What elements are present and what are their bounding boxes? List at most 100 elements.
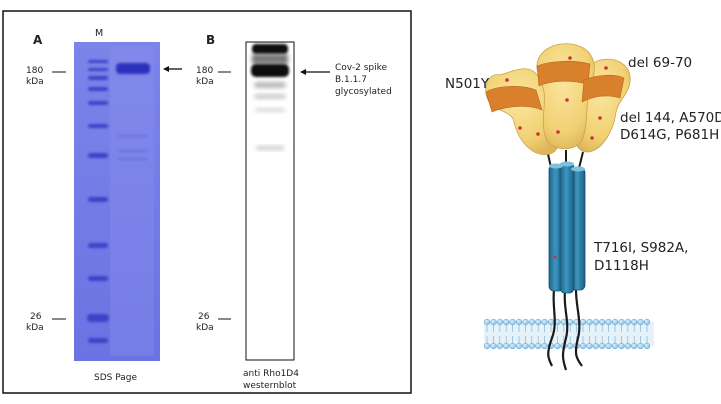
western-bands [251, 44, 289, 150]
ladder-band [88, 60, 108, 63]
lipid-head [483, 318, 491, 326]
panel-a-caption: SDS Page [94, 373, 137, 383]
blot-band-main [251, 64, 289, 77]
blot-smear [252, 54, 288, 64]
panel-b-caption-line-1: anti Rho1D4 [243, 369, 299, 379]
lipid-head [579, 318, 587, 326]
ladder-band [88, 197, 108, 202]
stalk-helices [548, 161, 586, 294]
lipid-head [611, 318, 619, 326]
ladder-band [88, 124, 108, 128]
lipid-head [490, 318, 497, 326]
lipid-head [490, 342, 497, 350]
blot-band-faint [256, 146, 284, 150]
ladder-band [88, 68, 108, 71]
lipid-head [599, 318, 606, 326]
lipid-head [631, 318, 638, 326]
blot-band-faint [254, 82, 286, 88]
mw-180-value-a: 180 [26, 66, 43, 76]
blot-band-top [252, 44, 288, 54]
lipid-head [535, 342, 542, 350]
arrow-a [163, 66, 182, 72]
ladder-band [88, 101, 108, 105]
sds-sample-lane [110, 46, 154, 356]
lipid-head [541, 342, 548, 350]
lipid-head [541, 318, 548, 326]
mw-26-unit-a: kDa [26, 323, 44, 333]
ladder-band [87, 314, 109, 322]
sds-gel [74, 42, 160, 361]
band-label-line-2: B.1.1.7 [335, 75, 367, 85]
lipid-head [611, 342, 619, 350]
lipid-head [528, 342, 535, 350]
mw-26-value-a: 26 [30, 312, 42, 322]
lipid-head [599, 342, 606, 350]
lipid-head [631, 342, 638, 350]
lipid-head [592, 342, 599, 350]
ladder-band [88, 276, 108, 281]
western-blot-strip [245, 41, 295, 361]
lipid-head [515, 318, 523, 326]
ladder-band [88, 87, 108, 91]
ladder-band [88, 76, 108, 80]
band-label-line-1: Cov-2 spike [335, 63, 388, 73]
mw-180-value-b: 180 [196, 66, 213, 76]
lipid-head [503, 318, 510, 326]
marker-lane-label: M [95, 28, 103, 39]
arrow-b [300, 69, 330, 75]
lipid-head [605, 318, 612, 326]
mw-180-unit-a: kDa [26, 77, 44, 87]
ladder-band [88, 338, 108, 343]
lipid-head [592, 318, 599, 326]
mw-26-unit-b: kDa [196, 323, 214, 333]
lipid-head [528, 318, 535, 326]
sds-spike-band [116, 63, 150, 74]
marker-ladder [87, 60, 109, 343]
spike-protein-illustration: N501Y del 69-70 del 144, A570D, D614G, P… [445, 43, 721, 371]
lipid-head [643, 342, 651, 350]
lipid-head [509, 342, 516, 350]
ladder-band [88, 243, 108, 248]
band-label-line-3: glycosylated [335, 87, 392, 97]
mw-26-value-b: 26 [198, 312, 210, 322]
lipid-head [618, 342, 625, 350]
mutation-label-rbd-line-2: D614G, P681H [620, 127, 719, 143]
lipid-head [643, 318, 651, 326]
lipid-head [624, 318, 631, 326]
mutation-dots [505, 56, 608, 259]
lipid-head [637, 318, 644, 326]
lipid-head [547, 318, 555, 326]
mutation-label-n501y: N501Y [445, 76, 490, 92]
ladder-band [88, 153, 108, 158]
ntd-bands [485, 60, 625, 113]
lipid-head [554, 342, 561, 350]
blot-band-faint [255, 108, 285, 112]
blot-band-faint [254, 94, 286, 99]
lipid-head [586, 318, 593, 326]
lipid-head [535, 318, 542, 326]
sds-faint-bands [118, 135, 148, 160]
lipid-head [483, 342, 491, 350]
gel-panel-frame [2, 10, 412, 394]
lipid-head [515, 342, 523, 350]
lipid-head [637, 342, 644, 350]
mutation-label-del6970: del 69-70 [628, 55, 692, 71]
lipid-head [586, 342, 593, 350]
mutation-label-stalk-line-2: D1118H [594, 258, 649, 274]
lipid-head [496, 342, 503, 350]
lipid-head [522, 318, 529, 326]
lipid-head [496, 318, 503, 326]
transmembrane-tails [547, 289, 583, 371]
lipid-bilayer [483, 318, 654, 350]
lipid-head [618, 318, 625, 326]
mw-180-unit-b: kDa [196, 77, 214, 87]
panel-b-label: B [206, 33, 215, 47]
mutation-label-stalk-line-1: T716I, S982A, [593, 240, 688, 256]
membrane-core [484, 322, 654, 346]
lipid-head [509, 318, 516, 326]
lipid-head [522, 342, 529, 350]
mutation-label-rbd-line-1: del 144, A570D, [620, 110, 721, 126]
lipid-head [503, 342, 510, 350]
lipid-head [567, 318, 574, 326]
